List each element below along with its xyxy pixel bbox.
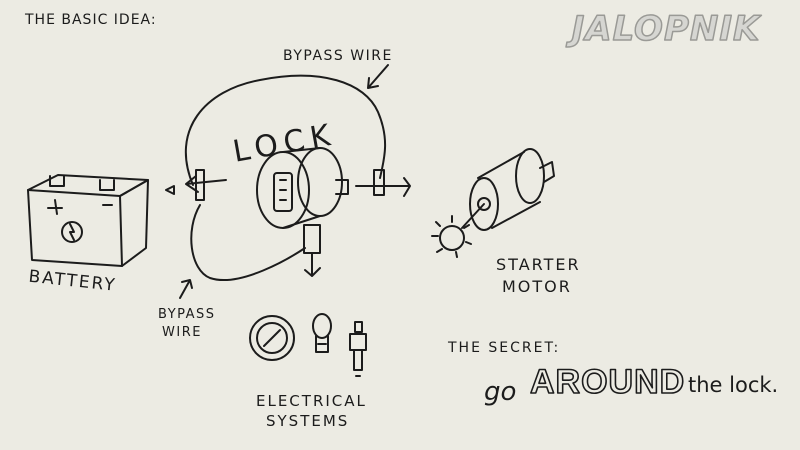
- title-text: THE BASIC IDEA:: [24, 12, 157, 28]
- starter-motor: [431, 148, 555, 258]
- electrical-arrow: [304, 253, 321, 277]
- bypass-wire-top-label: BYPASS WIRE: [283, 48, 393, 64]
- secret-go: go: [484, 377, 516, 407]
- bypass-wire-left-label-1: BYPASS: [158, 307, 216, 322]
- jalopnik-logo: JALOPNIK: [566, 9, 762, 49]
- battery-label: BATTERY: [28, 267, 118, 296]
- spark-plug-icon: [349, 321, 367, 377]
- ignition-lock: [256, 147, 349, 254]
- bypass-wire-loop: [184, 74, 387, 186]
- left-terminal: [165, 169, 227, 201]
- secret-heading: THE SECRET:: [447, 340, 560, 356]
- bypass-wire-lower: [190, 204, 306, 281]
- light-bulb-icon: [312, 313, 332, 353]
- battery: [27, 174, 149, 267]
- lock-label: LOCK: [230, 117, 338, 170]
- right-terminal: [355, 169, 411, 197]
- electrical-label-2: SYSTEMS: [266, 412, 349, 430]
- bypass-left-arrow: [179, 279, 193, 299]
- bypass-wire-left-label-2: WIRE: [162, 325, 202, 340]
- secret-around: AROUND: [530, 363, 685, 401]
- starter-label-1: STARTER: [496, 255, 581, 274]
- secret-rest: the lock.: [688, 373, 778, 397]
- starter-label-2: MOTOR: [502, 277, 572, 296]
- electrical-label-1: ELECTRICAL: [256, 392, 367, 410]
- bypass-top-arrow: [367, 64, 389, 89]
- gauge-icon: [249, 315, 295, 361]
